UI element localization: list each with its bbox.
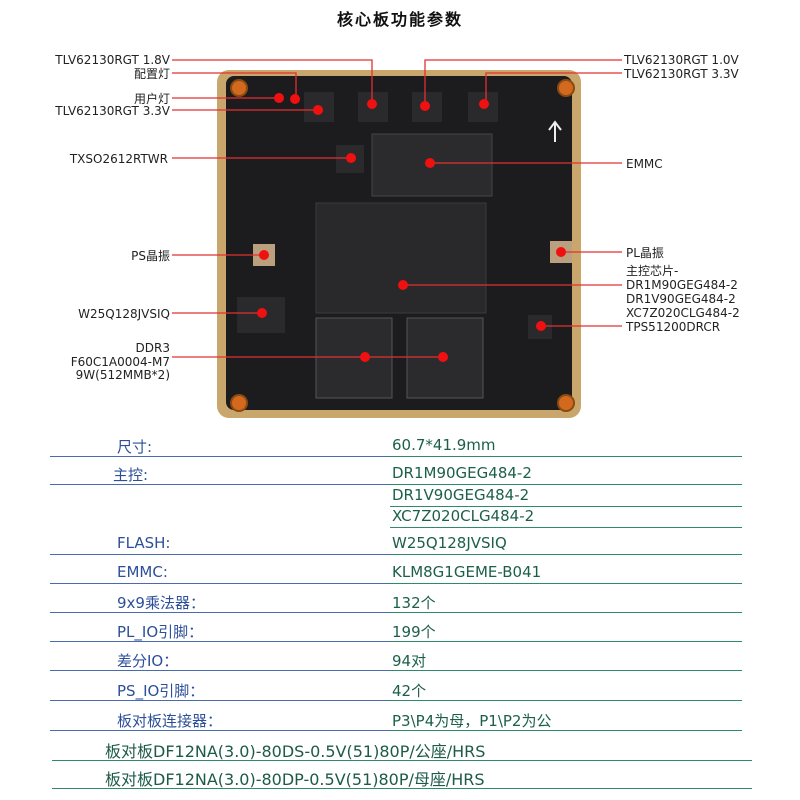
spec-value: 42个 (392, 682, 427, 700)
row-divider (50, 484, 742, 485)
callout-main-chip-3: XC7Z020CLG484-2 (626, 306, 740, 320)
row-divider (50, 700, 742, 701)
chip-main (315, 202, 487, 314)
row-divider (52, 788, 752, 789)
callout-config-led: 配置灯 (134, 67, 170, 81)
row-divider (50, 554, 742, 555)
spec-value: W25Q128JVSIQ (392, 534, 507, 552)
spec-value: DR1V90GEG484-2 (392, 486, 530, 504)
chip-ddr-a (315, 317, 393, 399)
spec-value: KLM8G1GEME-B041 (392, 563, 542, 581)
callout-tlv-1-8v: TLV62130RGT 1.8V (54, 53, 171, 67)
row-divider (50, 583, 742, 584)
arrow-icon (548, 120, 562, 142)
row-divider (50, 670, 742, 671)
spec-value: P3\P4为母，P1\P2为公 (392, 712, 552, 730)
spec-value: 199个 (392, 623, 436, 641)
callout-flash: W25Q128JVSIQ (78, 307, 170, 321)
mount-hole-icon (557, 79, 575, 97)
row-divider (50, 612, 742, 613)
row-divider (52, 760, 752, 761)
spec-label: FLASH: (117, 534, 171, 552)
callout-txs: TXSO2612RTWR (69, 152, 168, 166)
row-divider (50, 641, 742, 642)
spec-label: 差分IO： (117, 652, 179, 670)
callout-tlv-3-3v-right: TLV62130RGT 3.3V (623, 67, 740, 81)
board-diagram: TLV62130RGT 1.8V 配置灯 用户灯 TLV62130RGT 3.3… (54, 53, 740, 418)
page-title: 核心板功能参数 (336, 10, 463, 29)
callout-tps: TPS51200DRCR (625, 320, 720, 334)
callout-main-chip-title: 主控芯片- (626, 264, 678, 278)
spec-value: DR1M90GEG484-2 (392, 464, 532, 482)
callout-ddr-part: F60C1A0004-M7 (71, 355, 170, 369)
spec-label: 9x9乘法器： (117, 594, 205, 612)
row-divider (50, 730, 742, 731)
callout-tlv-3-3v-left: TLV62130RGT 3.3V (54, 104, 171, 118)
spec-value: 132个 (392, 594, 436, 612)
row-divider (50, 456, 742, 457)
spec-label: 尺寸: (117, 438, 153, 456)
spec-label: 板对板连接器： (117, 712, 223, 730)
spec-value: 60.7*41.9mm (392, 436, 496, 454)
callout-ddr-size: 9W(512MMB*2) (76, 368, 170, 382)
spec-label: PS_IO引脚： (117, 682, 205, 700)
mount-hole-icon (230, 394, 248, 412)
callout-ddr-title: DDR3 (136, 341, 170, 355)
callout-lines (172, 59, 622, 358)
row-divider (390, 506, 742, 507)
callout-user-led: 用户灯 (134, 91, 170, 106)
spec-value: 94对 (392, 652, 427, 670)
callout-tlv-1-0v: TLV62130RGT 1.0V (623, 53, 740, 67)
row-divider (390, 527, 742, 528)
spec-label: 主控: (113, 466, 149, 484)
spec-label: PL_IO引脚： (117, 623, 204, 641)
connector-spec: 板对板DF12NA(3.0)-80DS-0.5V(51)80P/公座/HRS (105, 742, 486, 761)
callout-emmc: EMMC (626, 157, 663, 171)
callout-main-chip-2: DR1V90GEG484-2 (626, 292, 736, 306)
callout-pl-crystal: PL晶振 (626, 246, 664, 260)
connector-spec: 板对板DF12NA(3.0)-80DP-0.5V(51)80P/母座/HRS (105, 770, 485, 789)
callout-dots (257, 93, 566, 362)
callout-main-chip-1: DR1M90GEG484-2 (626, 278, 738, 292)
mount-hole-icon (230, 79, 248, 97)
mount-hole-icon (557, 394, 575, 412)
spec-value: XC7Z020CLG484-2 (392, 507, 535, 525)
spec-label: EMMC: (117, 563, 168, 581)
callout-ps-crystal: PS晶振 (131, 249, 170, 263)
